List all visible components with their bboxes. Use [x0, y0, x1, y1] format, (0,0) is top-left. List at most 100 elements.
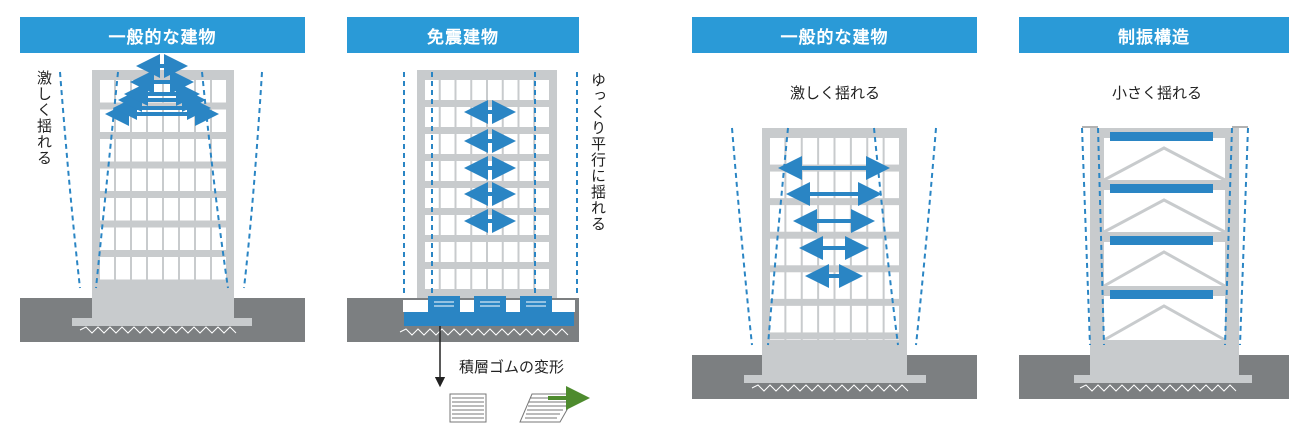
damper-icon: [1110, 184, 1213, 193]
window: [535, 269, 549, 289]
ground-zigzag: [79, 326, 237, 334]
window: [132, 257, 146, 280]
window: [884, 205, 899, 232]
window: [440, 107, 455, 127]
window: [100, 198, 114, 221]
window: [196, 168, 210, 191]
sway-line: [915, 127, 937, 346]
window: [851, 238, 867, 266]
building-base: [1090, 340, 1239, 375]
window: [884, 238, 899, 266]
window: [488, 161, 502, 181]
window: [212, 168, 226, 191]
window: [802, 138, 818, 165]
panel4-diagram: [1019, 126, 1289, 399]
damper-icon: [1110, 236, 1213, 245]
window: [180, 139, 194, 162]
window: [456, 215, 471, 235]
window: [456, 80, 471, 100]
bearing-icon: [520, 296, 552, 312]
window: [472, 134, 486, 154]
column-right: [1225, 128, 1239, 375]
window: [472, 80, 486, 100]
window: [868, 305, 883, 333]
window: [132, 198, 146, 221]
window: [488, 188, 502, 208]
sway-line: [731, 127, 753, 346]
panel2-subcaption: 積層ゴムの変形: [459, 358, 565, 376]
window: [819, 138, 834, 165]
window: [212, 227, 226, 250]
sway-line: [1224, 127, 1233, 346]
window: [116, 139, 130, 162]
window: [835, 138, 850, 165]
window: [456, 269, 471, 289]
window: [802, 305, 818, 333]
window: [770, 305, 785, 333]
window: [503, 188, 518, 208]
window: [819, 305, 834, 333]
panel2-caption: ゆっくり平行に揺れる: [589, 72, 607, 232]
window: [503, 161, 518, 181]
window: [535, 134, 549, 154]
window: [132, 227, 146, 250]
deformed-bearing-icon: [519, 393, 577, 423]
window: [456, 242, 471, 262]
window: [786, 138, 801, 165]
window: [519, 215, 534, 235]
window: [802, 238, 818, 266]
window: [835, 205, 850, 232]
window: [519, 242, 534, 262]
window: [116, 168, 130, 191]
panel3-header: 一般的な建物: [692, 17, 977, 53]
brace: [1103, 198, 1226, 234]
window: [819, 205, 834, 232]
window: [196, 257, 210, 280]
window: [456, 188, 471, 208]
panel4-caption: 小さく揺れる: [1112, 84, 1203, 102]
window: [456, 161, 471, 181]
window: [868, 238, 883, 266]
window: [212, 80, 226, 103]
window: [488, 134, 502, 154]
window: [786, 238, 801, 266]
window: [868, 272, 883, 299]
sway-line: [1239, 127, 1249, 346]
window: [503, 134, 518, 154]
bearing-icon: [474, 296, 506, 312]
window: [851, 138, 867, 165]
building-base: [92, 285, 234, 318]
panel2-header: 免震建物: [347, 17, 579, 53]
bearing-icon: [449, 393, 487, 423]
window: [851, 205, 867, 232]
window: [851, 272, 867, 299]
window: [116, 80, 130, 103]
window: [519, 161, 534, 181]
window: [519, 134, 534, 154]
brace: [1103, 304, 1226, 342]
window: [116, 227, 130, 250]
window: [519, 188, 534, 208]
window: [164, 198, 178, 221]
window: [770, 138, 785, 165]
ground-zigzag: [1079, 384, 1237, 392]
panel1-header: 一般的な建物: [20, 17, 305, 53]
window: [100, 257, 114, 280]
panel2-diagram: [347, 70, 590, 423]
foundation-slab: [744, 375, 926, 383]
window: [196, 227, 210, 250]
window: [488, 215, 502, 235]
panel1-diagram: [20, 54, 305, 342]
window: [519, 269, 534, 289]
panel3-diagram: [692, 127, 977, 399]
window: [456, 107, 471, 127]
sway-line: [1081, 127, 1091, 346]
window: [802, 272, 818, 299]
window: [535, 188, 549, 208]
window: [770, 238, 785, 266]
window: [835, 238, 850, 266]
ground-zigzag: [399, 328, 569, 336]
window: [535, 161, 549, 181]
window: [196, 198, 210, 221]
